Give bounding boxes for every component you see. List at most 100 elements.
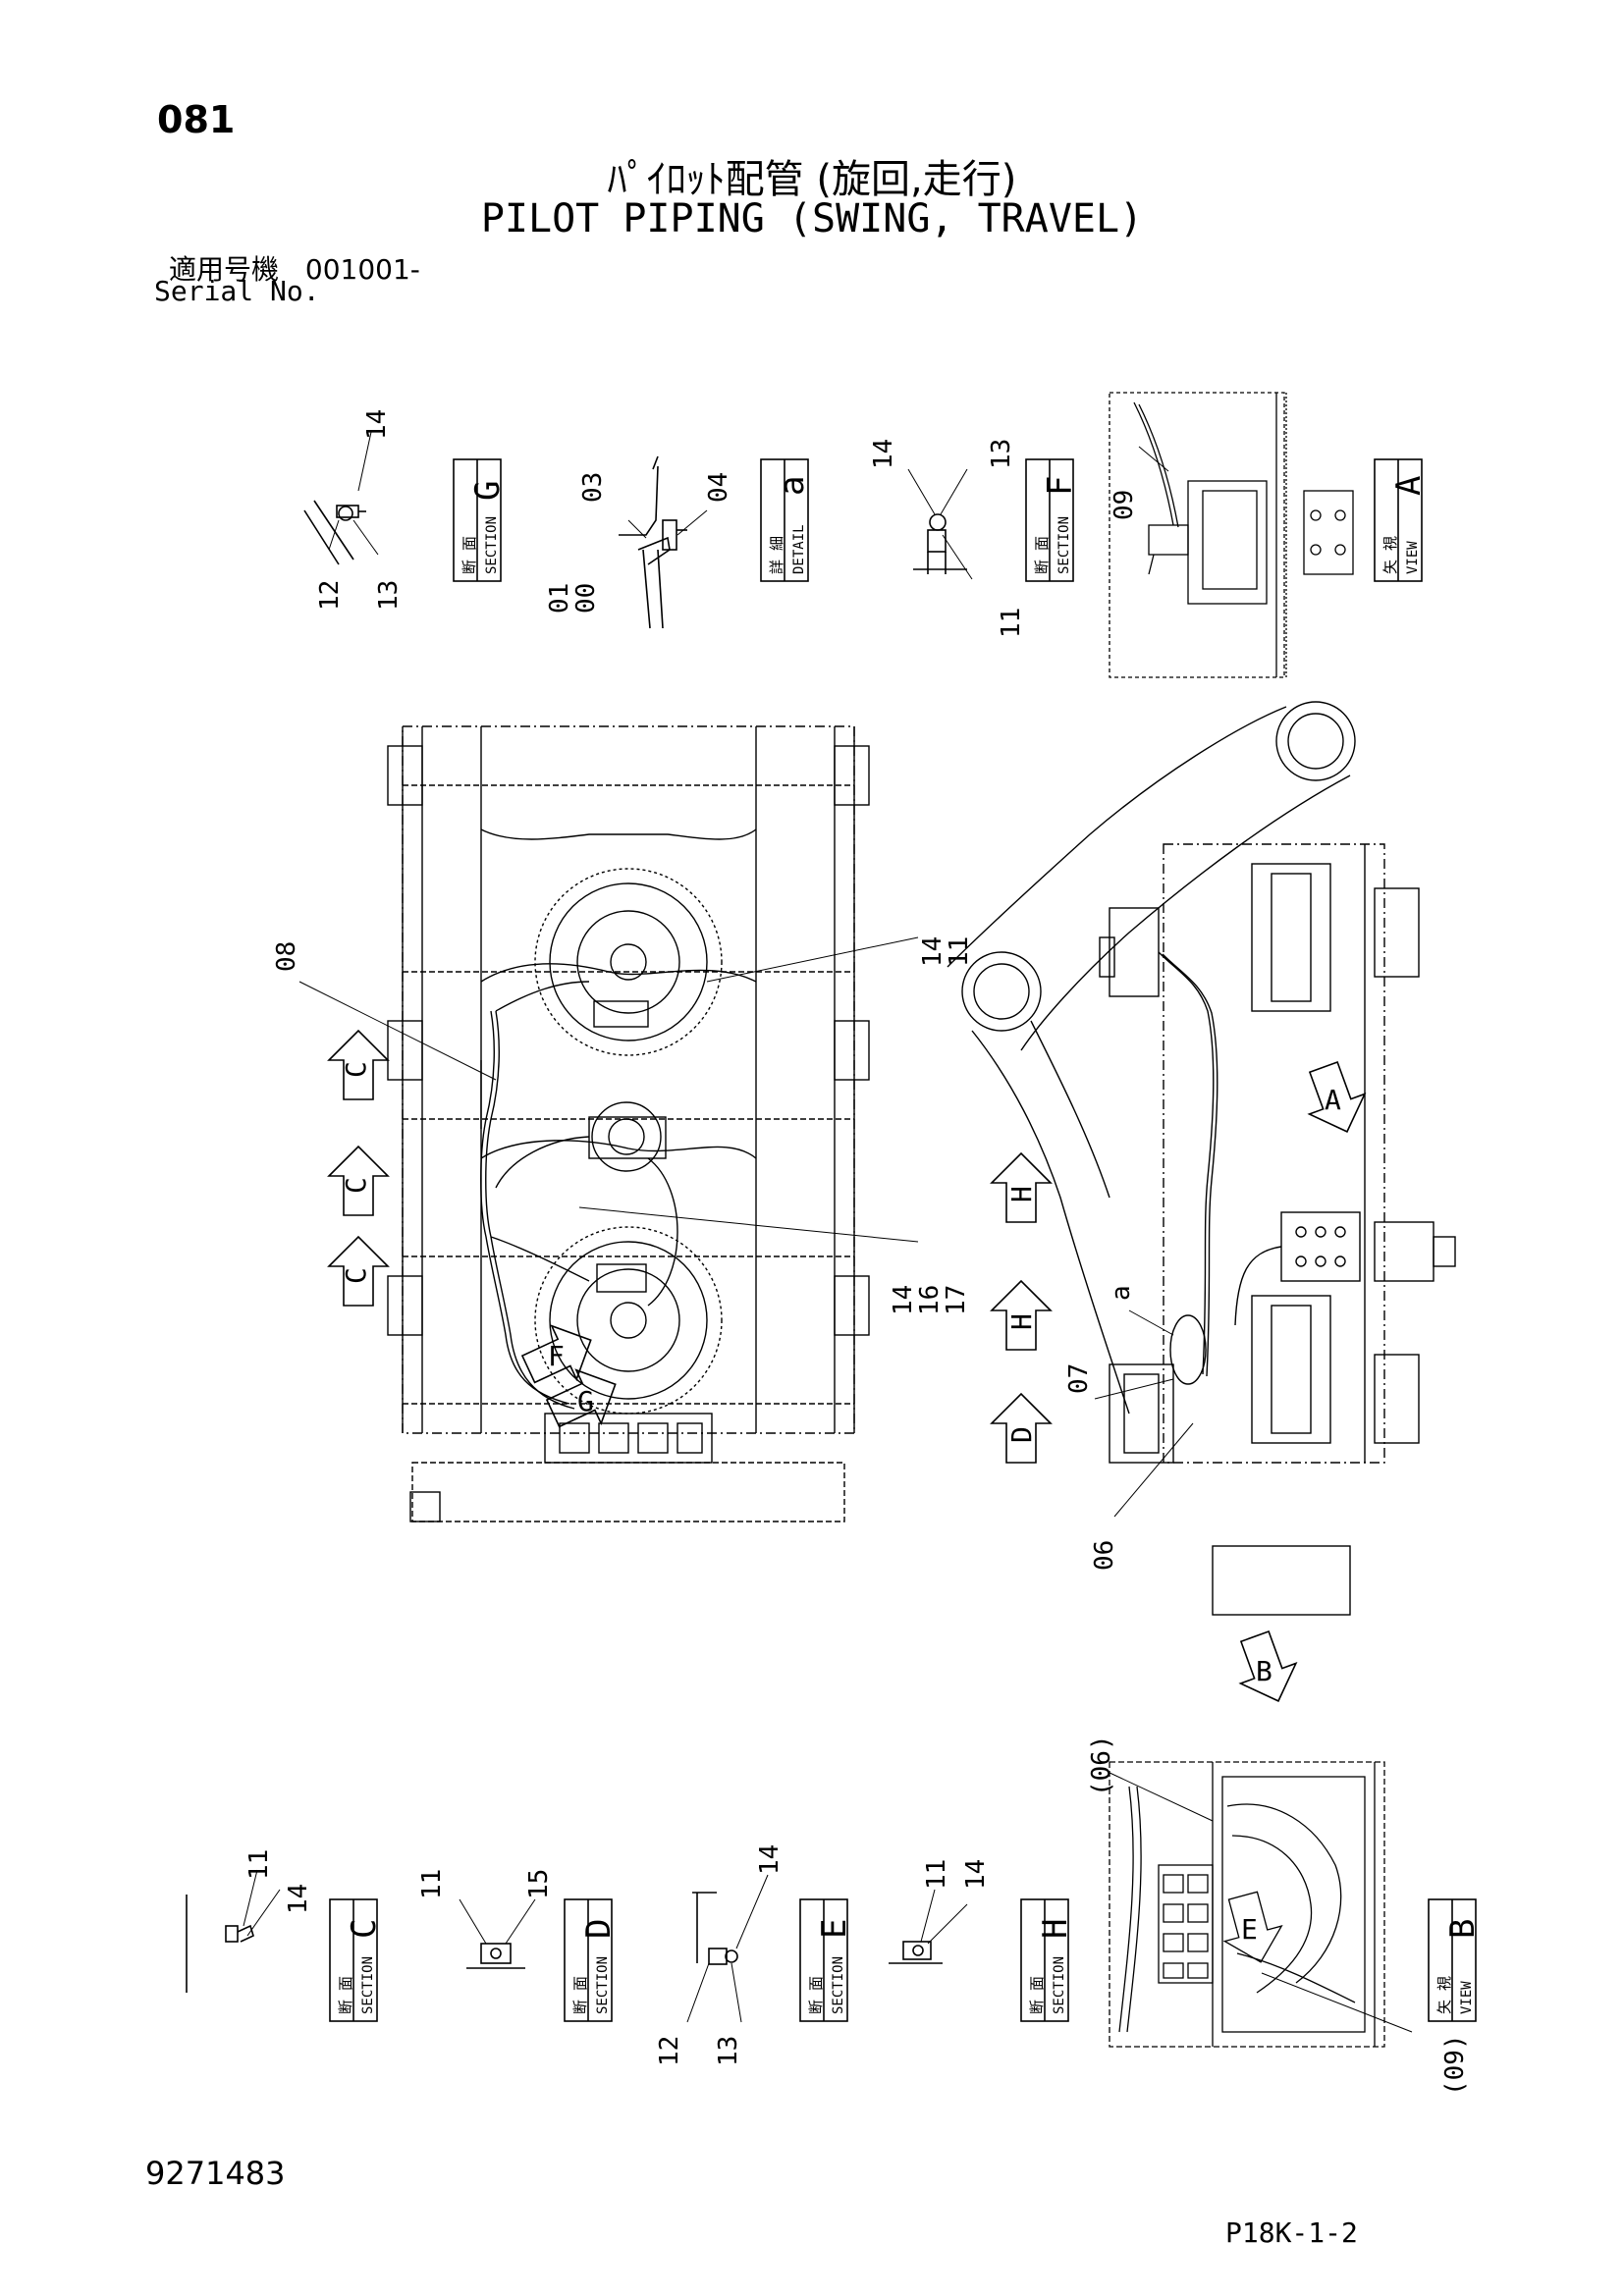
view-arrows-main: C C C G F xyxy=(327,1029,617,1428)
detail-a-letter: a xyxy=(773,476,812,496)
arrow-d-label: D xyxy=(1005,1426,1038,1443)
section-f-en: SECTION xyxy=(1056,516,1072,574)
callout-main-16: 16 xyxy=(915,1285,945,1315)
section-h-detail: 11 14 xyxy=(889,1859,991,1964)
section-g-en: SECTION xyxy=(484,516,500,574)
label-view-a: 矢 視 VIEW A xyxy=(1374,458,1429,582)
section-d-en: SECTION xyxy=(595,1956,611,2014)
callout-side-06: 06 xyxy=(1090,1540,1119,1571)
callout-vb-06: (06) xyxy=(1087,1735,1116,1796)
callout-vb-09: (09) xyxy=(1440,2034,1470,2096)
callout-main-11: 11 xyxy=(945,936,974,967)
title-japanese: ﾊﾟｲﾛｯﾄ配管 (旋回,走行) xyxy=(607,157,1017,202)
section-h-en: SECTION xyxy=(1052,1956,1067,2014)
section-f-jp: 断 面 xyxy=(1033,536,1051,574)
callout-h-11: 11 xyxy=(922,1859,951,1890)
arrow-f-label: F xyxy=(548,1340,565,1372)
callout-a-03: 03 xyxy=(578,472,608,503)
section-d-jp: 断 面 xyxy=(571,1976,589,2014)
section-f-detail: 14 13 11 xyxy=(869,439,1026,638)
arrow-h1-label: H xyxy=(1005,1186,1038,1202)
callout-main-17: 17 xyxy=(942,1285,971,1315)
arrow-a-label: A xyxy=(1325,1084,1341,1116)
section-g-letter: G xyxy=(468,481,508,501)
callout-main-14: 14 xyxy=(918,936,947,967)
view-a-letter: A xyxy=(1389,476,1429,496)
callout-a-01: 01 xyxy=(545,583,574,614)
callout-g-12: 12 xyxy=(315,580,345,611)
section-c-letter: C xyxy=(345,1919,384,1939)
callout-g-13: 13 xyxy=(374,580,404,611)
callout-side-a: a xyxy=(1107,1285,1136,1301)
label-section-c: 断 面 SECTION C xyxy=(329,1898,384,2022)
view-a-drawing: 09 xyxy=(1109,392,1354,678)
section-c-detail: 11 14 xyxy=(186,1849,313,1993)
serial-label-jp-text: 適用号機 xyxy=(169,253,280,286)
callout-f-13: 13 xyxy=(987,439,1016,469)
section-e-jp: 断 面 xyxy=(807,1976,825,2014)
callout-main-08: 08 xyxy=(272,941,301,972)
section-h-letter: H xyxy=(1036,1919,1075,1939)
detail-a-jp: 詳 細 xyxy=(768,536,785,574)
callout-e-14: 14 xyxy=(755,1844,785,1875)
section-e-detail: 14 12 13 xyxy=(655,1844,785,2066)
main-plan-view: 08 14 11 14 16 17 xyxy=(272,725,974,1522)
label-section-d: 断 面 SECTION D xyxy=(564,1898,619,2022)
detail-a-drawing: 03 04 01 00 xyxy=(545,455,733,629)
title-english: PILOT PIPING (SWING, TRAVEL) xyxy=(480,196,1144,241)
page-code: P18K-1-2 xyxy=(1225,2216,1358,2249)
callout-d-15: 15 xyxy=(524,1869,554,1899)
section-e-letter: E xyxy=(815,1919,854,1939)
label-section-g: 断 面 SECTION G xyxy=(453,458,508,582)
label-detail-a: 詳 細 DETAIL a xyxy=(760,458,812,582)
arrow-e-label: E xyxy=(1241,1913,1258,1946)
section-c-jp: 断 面 xyxy=(337,1976,354,2014)
label-section-f: 断 面 SECTION F xyxy=(1025,458,1080,582)
view-arrows-side: H H D A B xyxy=(990,1060,1367,1702)
arrow-c3-label: C xyxy=(340,1267,372,1284)
section-g-detail: 14 12 13 xyxy=(303,409,404,611)
serial-label-jp: 適用号機 001001- xyxy=(169,248,420,288)
section-d-letter: D xyxy=(579,1919,619,1939)
view-b-drawing: (06) (09) E xyxy=(1087,1735,1470,2096)
callout-f-14: 14 xyxy=(869,439,898,469)
callout-h-14: 14 xyxy=(961,1859,991,1890)
section-e-en: SECTION xyxy=(831,1956,846,2014)
section-d-detail: 11 15 xyxy=(417,1869,554,1969)
page-number: 081 xyxy=(157,98,236,141)
arrow-h2-label: H xyxy=(1005,1313,1038,1330)
arrow-g-label: G xyxy=(577,1385,594,1417)
section-c-en: SECTION xyxy=(360,1956,376,2014)
label-section-h: 断 面 SECTION H xyxy=(1020,1898,1075,2022)
view-a-jp: 矢 視 xyxy=(1381,536,1399,574)
section-f-letter: F xyxy=(1041,476,1080,496)
document-number: 9271483 xyxy=(145,2155,286,2192)
callout-e-13: 13 xyxy=(714,2036,743,2066)
serial-label-en: Serial No. xyxy=(154,275,320,307)
view-a-en: VIEW xyxy=(1405,541,1421,574)
label-view-b: 矢 視 VIEW B xyxy=(1428,1898,1483,2022)
callout-c-11: 11 xyxy=(244,1849,274,1880)
callout-f-11: 11 xyxy=(997,608,1026,638)
detail-a-en: DETAIL xyxy=(791,524,807,574)
arrow-b-label: B xyxy=(1256,1655,1272,1687)
view-b-letter: B xyxy=(1443,1919,1483,1939)
callout-a-04: 04 xyxy=(704,472,733,503)
callout-c-14: 14 xyxy=(284,1884,313,1914)
serial-value: 001001- xyxy=(304,253,420,286)
label-section-e: 断 面 SECTION E xyxy=(799,1898,854,2022)
callout-main-14b: 14 xyxy=(889,1285,918,1315)
callout-side-07: 07 xyxy=(1064,1363,1094,1394)
callout-d-11: 11 xyxy=(417,1869,447,1899)
arrow-c1-label: C xyxy=(340,1061,372,1078)
section-h-jp: 断 面 xyxy=(1028,1976,1046,2014)
callout-g-14: 14 xyxy=(362,409,392,440)
callout-va-09: 09 xyxy=(1110,490,1139,520)
view-b-en: VIEW xyxy=(1459,1981,1475,2014)
callout-e-12: 12 xyxy=(655,2036,684,2066)
arrow-c2-label: C xyxy=(340,1177,372,1194)
section-g-jp: 断 面 xyxy=(460,536,478,574)
view-b-jp: 矢 視 xyxy=(1435,1976,1453,2014)
side-view: a 07 06 xyxy=(947,701,1456,1616)
